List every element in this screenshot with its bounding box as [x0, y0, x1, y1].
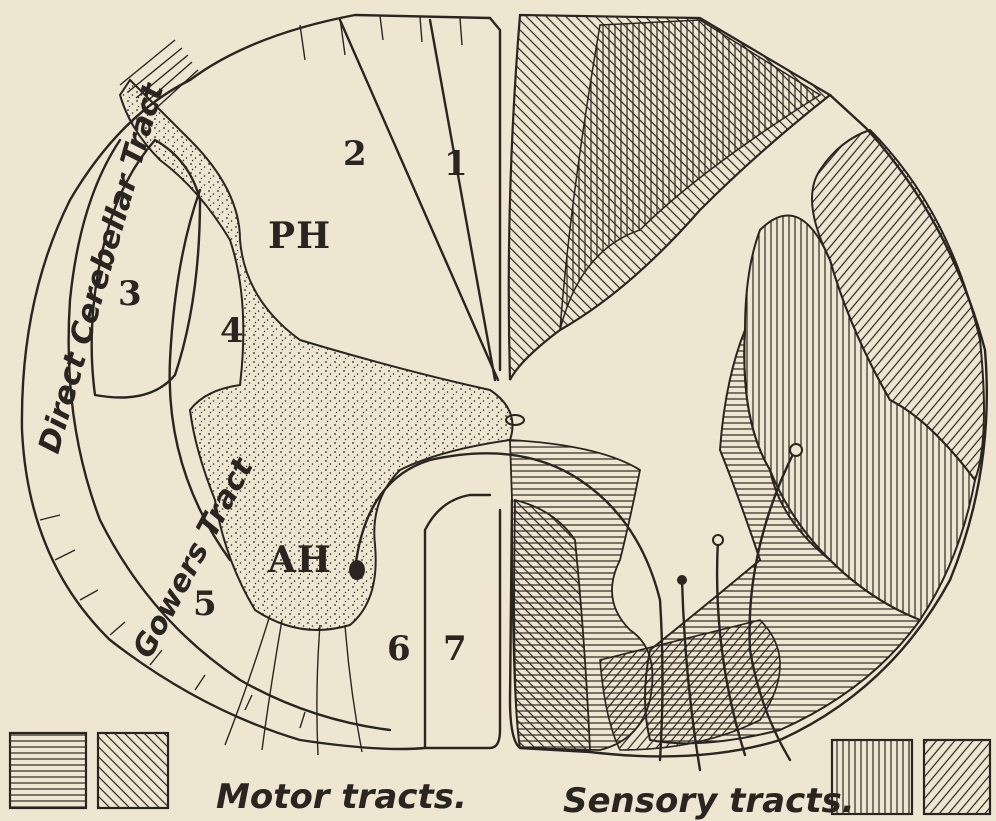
- label-2: 2: [343, 134, 367, 174]
- label-1: 1: [444, 144, 468, 184]
- legend: Motor tracts. Sensory tracts.: [10, 733, 990, 821]
- label-4: 4: [220, 311, 244, 351]
- label-direct-cerebellar-tract: Direct Cerebellar Tract: [32, 78, 172, 457]
- fasciculus-boundary: [340, 18, 500, 380]
- label-7: 7: [443, 629, 467, 669]
- region-6-7-outline: [425, 495, 490, 748]
- legend-swatch-motor-horizontal: [10, 733, 86, 808]
- legend-swatch-sensory-diagonal: [924, 740, 990, 814]
- legend-motor-label: Motor tracts.: [216, 777, 467, 817]
- legend-swatch-sensory-vertical: [832, 740, 912, 814]
- label-anterior-horn: AH: [267, 539, 332, 581]
- anterior-horn-cell: [349, 560, 365, 580]
- legend-sensory-label: Sensory tracts.: [563, 781, 855, 821]
- label-6: 6: [387, 629, 411, 669]
- label-posterior-horn: PH: [268, 215, 331, 257]
- label-5: 5: [193, 584, 217, 624]
- legend-swatch-motor-diagonal: [98, 733, 168, 808]
- anterior-root-fibres: [225, 615, 362, 755]
- sensory-root-2-bulb: [713, 535, 723, 545]
- sensory-root-1-bulb: [677, 575, 687, 585]
- sensory-root-3-bulb: [790, 444, 802, 456]
- label-3: 3: [118, 274, 142, 314]
